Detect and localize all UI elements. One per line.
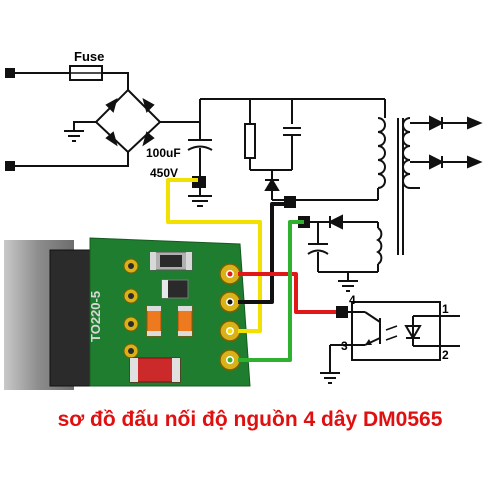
optocoupler: 4 3 1 2: [320, 293, 460, 384]
bridge-rectifier: [64, 88, 200, 154]
transformer: [292, 99, 430, 272]
opto-pin2-label: 2: [442, 348, 449, 362]
wire-red: [238, 272, 336, 314]
cap-voltage-label: 450V: [150, 166, 178, 180]
opto-pin4-node: [336, 306, 348, 318]
fuse-label: Fuse: [74, 49, 104, 64]
dm0565-module: TO220-5: [4, 237, 251, 390]
dc-rail: [199, 98, 385, 140]
snubber-network: [244, 123, 301, 206]
fuse: Fuse: [69, 49, 104, 81]
ac-input: [5, 68, 129, 171]
package-label: TO220-5: [88, 291, 103, 342]
bulk-capacitor: 100uF 450V: [146, 139, 213, 207]
output-rectifiers: [429, 115, 483, 170]
wire-green: [238, 220, 304, 362]
opto-pin4-label: 4: [349, 293, 356, 307]
wire-black: [238, 202, 290, 304]
diagram-caption: sơ đồ đấu nối độ nguồn 4 dây DM0565: [57, 408, 443, 431]
wire-yellow: [166, 178, 262, 333]
vcc-supply: [307, 214, 379, 292]
opto-pin3-label: 3: [341, 339, 348, 353]
cap-value-label: 100uF: [146, 146, 181, 160]
opto-pin1-label: 1: [442, 302, 449, 316]
